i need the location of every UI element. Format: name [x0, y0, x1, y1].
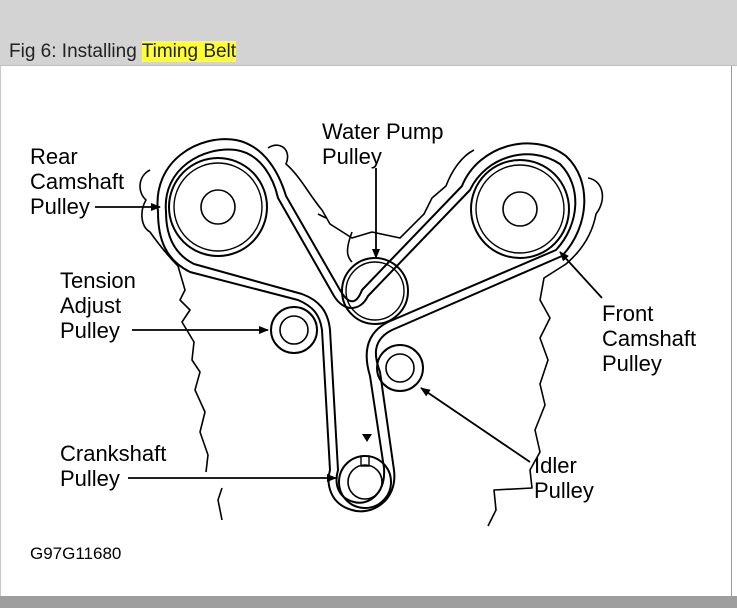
- timing-belt: [156, 138, 586, 513]
- timing-mark-icon: [362, 434, 372, 442]
- label-crankshaft-pulley: Crankshaft Pulley: [60, 441, 173, 491]
- figure-code: G97G11680: [30, 544, 121, 563]
- figure-frame: [0, 66, 732, 596]
- rear-camshaft-pulley: [168, 157, 268, 257]
- label-idler-line-2: Pulley: [534, 478, 594, 503]
- label-front-camshaft-pulley: Front Camshaft Pulley: [602, 301, 702, 376]
- crankshaft-pulley: [338, 455, 392, 509]
- label-tension-line-1: Tension: [60, 268, 136, 293]
- label-idler-line-1: Idler: [534, 453, 577, 478]
- front-camshaft-pulley: [470, 159, 570, 259]
- label-front-line-2: Camshaft: [602, 326, 696, 351]
- footer-bar: [0, 596, 737, 608]
- label-crank-line-2: Pulley: [60, 466, 120, 491]
- label-water-pump-pulley: Water Pump Pulley: [322, 119, 450, 169]
- title-prefix: Fig 6: Installing: [9, 41, 142, 62]
- figure-header: Fig 6: Installing Timing Belt: [0, 0, 737, 66]
- label-rear-line-2: Camshaft: [30, 169, 124, 194]
- title-highlight: Timing Belt: [141, 41, 237, 62]
- label-rear-line-1: Rear: [30, 144, 78, 169]
- label-rear-camshaft-pulley: Rear Camshaft Pulley: [30, 144, 130, 219]
- label-rear-line-3: Pulley: [30, 194, 90, 219]
- label-water-line-2: Pulley: [322, 144, 382, 169]
- figure-title: Fig 6: Installing Timing Belt: [9, 40, 237, 64]
- leader-arrows: [95, 168, 603, 482]
- label-idler-pulley: Idler Pulley: [534, 453, 594, 503]
- label-tension-adjust-pulley: Tension Adjust Pulley: [60, 268, 142, 343]
- label-tension-line-3: Pulley: [60, 318, 120, 343]
- label-crank-line-1: Crankshaft: [60, 441, 166, 466]
- water-pump-pulley: [341, 257, 409, 325]
- label-front-line-1: Front: [602, 301, 653, 326]
- engine-block-outline: [139, 144, 604, 527]
- label-front-line-3: Pulley: [602, 351, 662, 376]
- tension-adjust-pulley: [270, 306, 318, 354]
- label-water-line-1: Water Pump: [322, 119, 443, 144]
- idler-pulley: [376, 344, 424, 392]
- label-tension-line-2: Adjust: [60, 293, 121, 318]
